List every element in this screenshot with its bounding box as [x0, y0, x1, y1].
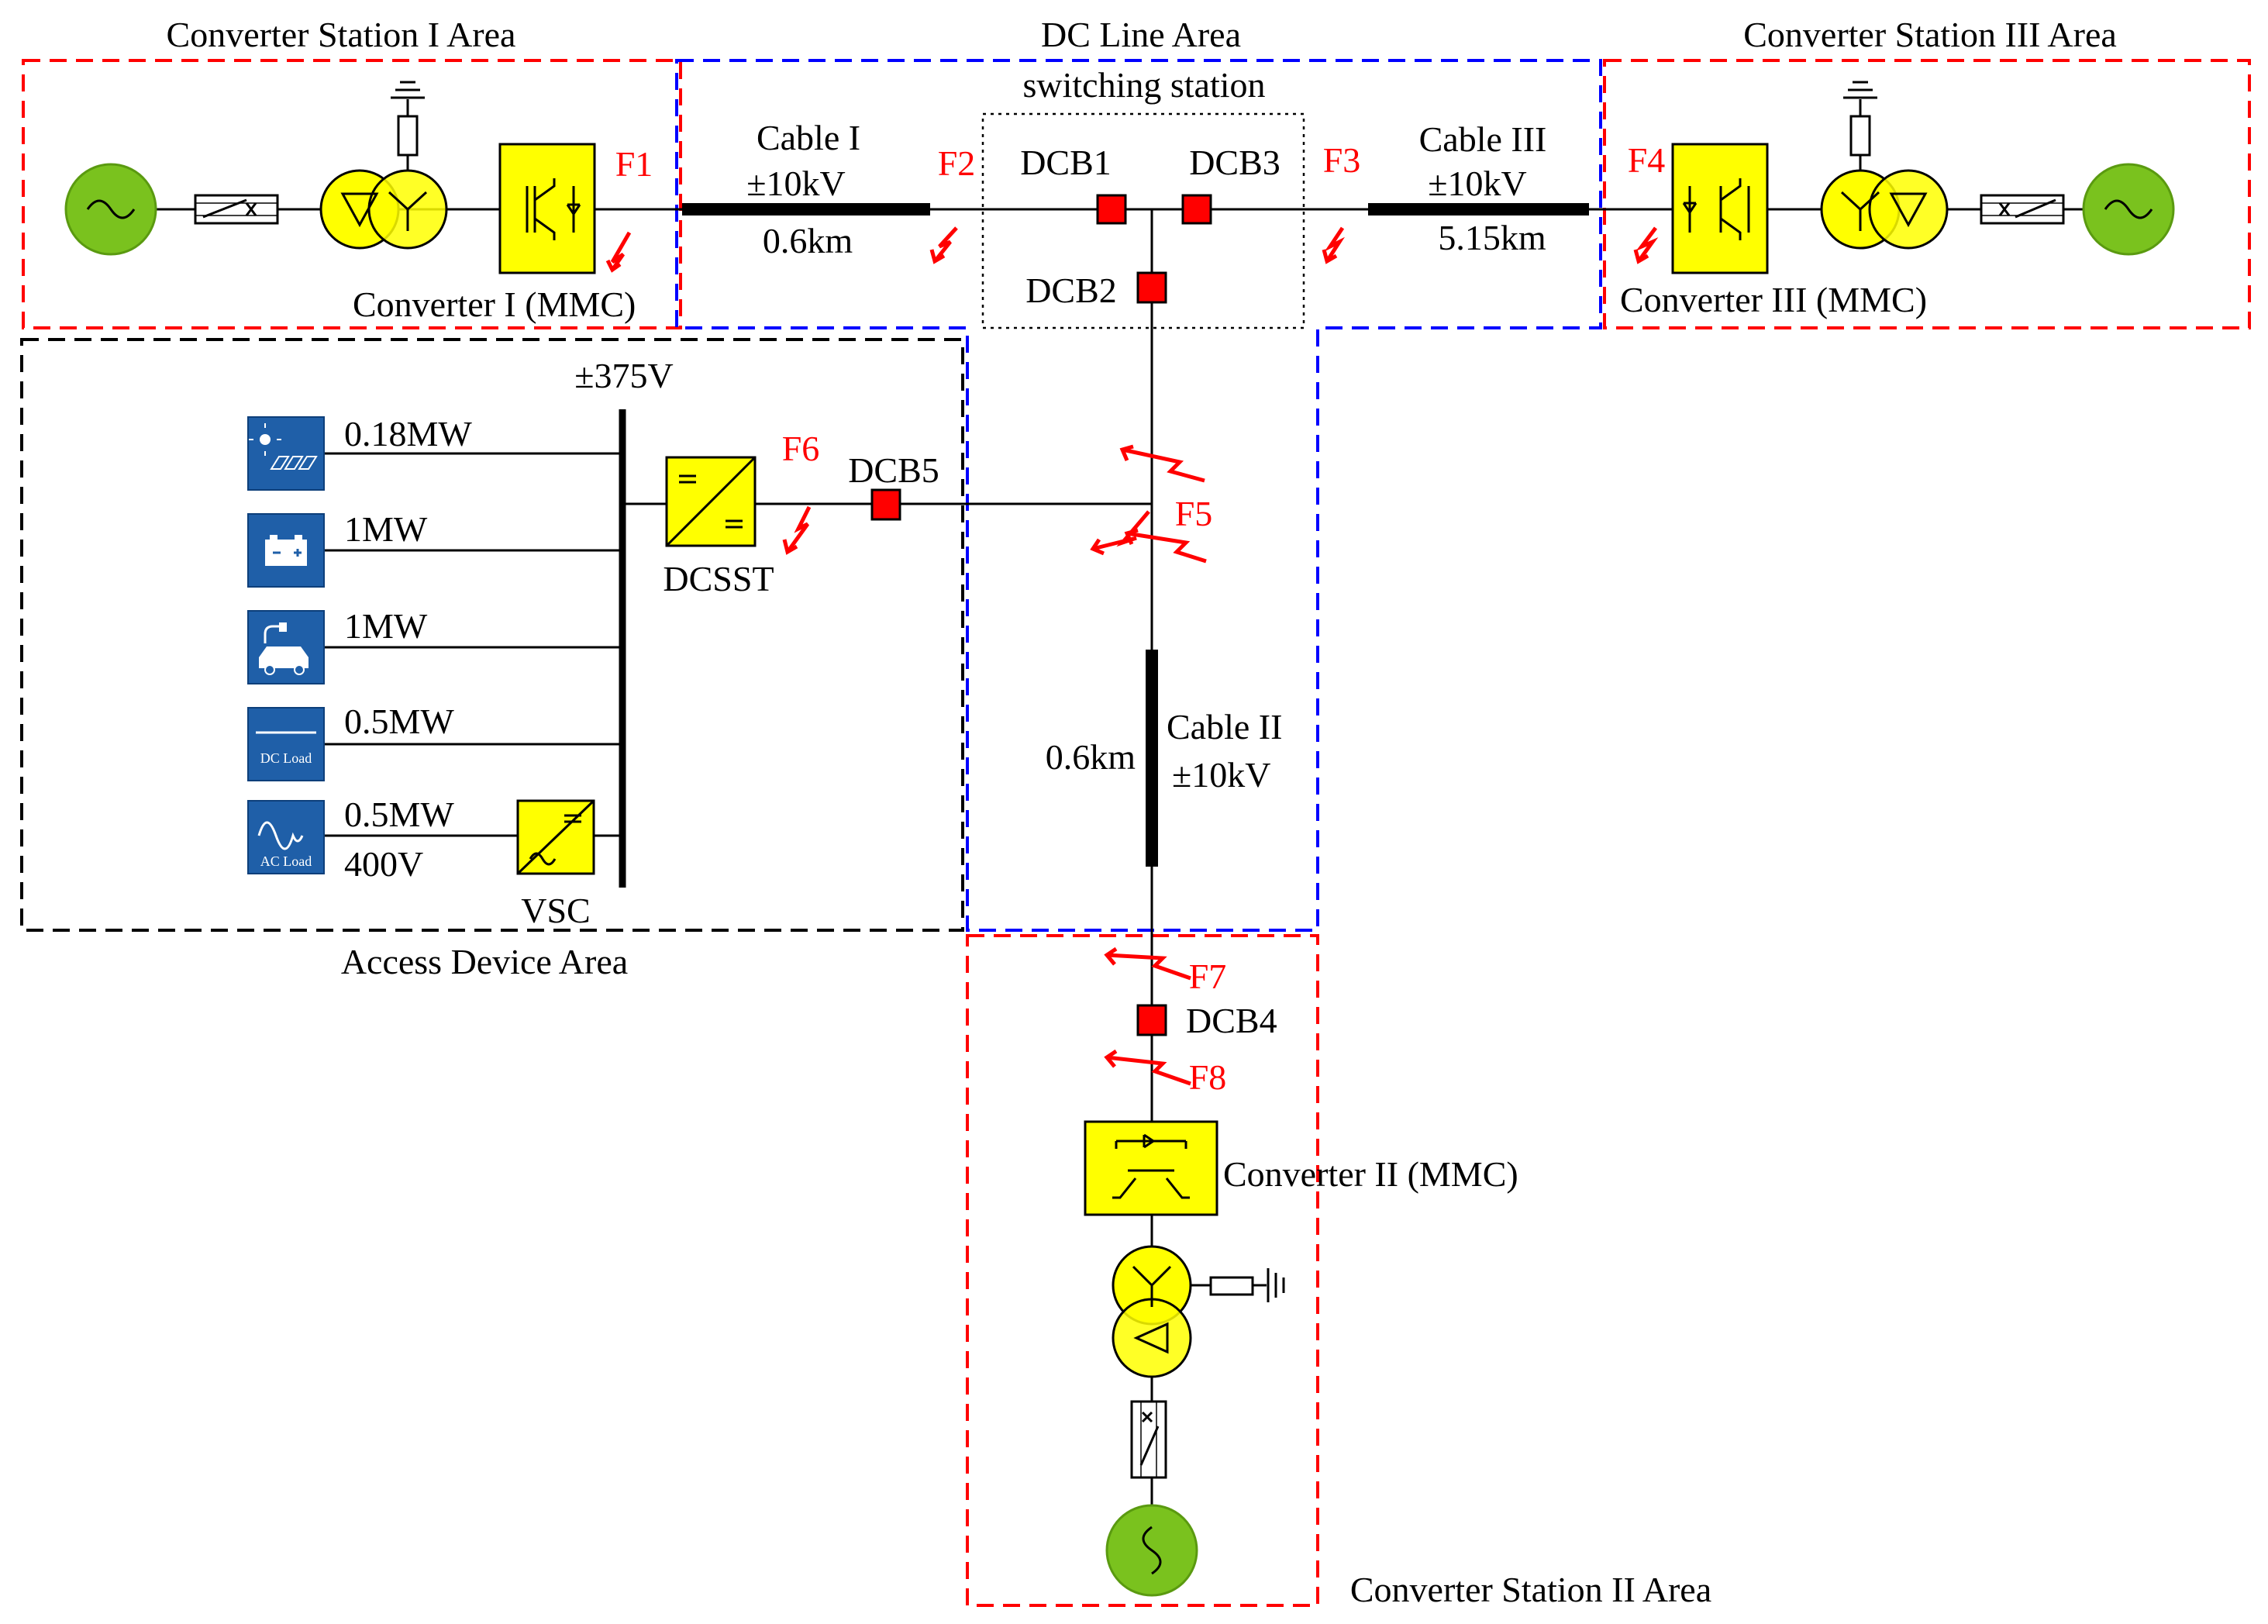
dcsst-converter-icon: [665, 456, 757, 547]
cable-2-length: 0.6km: [1046, 737, 1136, 777]
dcb5-label: DCB5: [848, 450, 939, 490]
breaker-switch-1-icon: [194, 194, 279, 225]
fault-f4-icon: [1636, 226, 1659, 263]
ev-charger-icon: [247, 610, 325, 684]
cable-3-voltage: ±10kV: [1428, 164, 1526, 203]
fault-f6-label: F6: [782, 429, 820, 468]
dcb2-label: DCB2: [1025, 271, 1117, 310]
fault-f1-icon: [610, 231, 632, 271]
converter-2-label: Converter II (MMC): [1223, 1154, 1518, 1194]
dcb3-label: DCB3: [1189, 143, 1280, 182]
breaker-switch-2-icon: [1130, 1400, 1167, 1479]
fault-f8-icon: [1106, 1055, 1191, 1086]
zone-dc-line: [675, 59, 1602, 932]
zone-converter-station-1: [22, 59, 682, 329]
ground-2-icon: [1191, 1268, 1285, 1302]
fault-f6-icon: [785, 505, 812, 553]
fault-marker-f5: F5: [1090, 444, 1213, 564]
dcb5-breaker: [870, 488, 901, 521]
feeder-2-power: 1MW: [344, 509, 428, 549]
fault-f7-label: F7: [1189, 957, 1227, 996]
transformer-3-icon: [1820, 169, 1949, 250]
dcb1-breaker: [1096, 194, 1127, 225]
fault-f8-label: F8: [1189, 1057, 1227, 1097]
igbt-1-icon: [526, 178, 581, 240]
feeder-1-power: 0.18MW: [344, 414, 472, 453]
pv-icon: [247, 416, 325, 491]
fault-f1-label: F1: [615, 144, 653, 184]
dcb4-breaker: [1136, 1004, 1167, 1036]
zone-access-device: [20, 338, 964, 932]
cable-1-length: 0.6km: [763, 221, 853, 260]
feeder-5-power: 0.5MW: [344, 795, 454, 834]
ac-load-icon: AC Load: [247, 800, 325, 874]
fault-f7-icon: [1106, 953, 1191, 981]
station-1-equipment: Converter I (MMC): [64, 81, 682, 324]
zone-converter-station-3: [1603, 59, 2251, 329]
cable-1-name: Cable I: [757, 118, 860, 157]
dcb3-breaker: [1181, 194, 1212, 225]
ac-load-text: AC Load: [260, 853, 312, 869]
fault-f3-label: F3: [1323, 140, 1361, 180]
fault-f2-label: F2: [938, 143, 976, 183]
fault-marker-f6: F6: [782, 429, 820, 555]
transformer-2-icon: [1112, 1245, 1192, 1378]
fault-f5-icon: [1122, 447, 1205, 483]
fault-f2-icon: [933, 226, 958, 263]
vsc-label: VSC: [521, 891, 590, 930]
fault-marker-f1: F1: [605, 144, 653, 273]
breaker-switch-3-icon: [1980, 194, 2065, 225]
switching-station-box: [981, 112, 1305, 329]
igbt-3-icon: [1682, 178, 1750, 240]
battery-icon: [247, 513, 325, 588]
area-title-dc-line: DC Line Area: [1041, 15, 1241, 54]
zone-converter-station-2: [966, 934, 1319, 1607]
fault-marker-f8: F8: [1104, 1049, 1227, 1097]
converter-1-label: Converter I (MMC): [353, 284, 636, 324]
transformer-1-icon: [319, 169, 448, 250]
converter-1-block: [498, 143, 596, 274]
cable-3-length: 5.15km: [1438, 218, 1546, 257]
area-title-station-1: Converter Station I Area: [167, 15, 516, 54]
cable-1-voltage: ±10kV: [746, 164, 845, 203]
fault-f3-icon: [1324, 226, 1345, 263]
ground-1-icon: [391, 81, 425, 171]
fault-marker-f4: F4: [1628, 140, 1666, 264]
ground-3-icon: [1843, 81, 1877, 171]
dcb4-label: DCB4: [1186, 1001, 1277, 1040]
dc-load-icon: DC Load: [247, 707, 325, 781]
fault-marker-f3: F3: [1322, 140, 1361, 264]
feeder-3-power: 1MW: [344, 606, 428, 646]
dc-load-text: DC Load: [260, 750, 312, 766]
switching-station-label: switching station: [1022, 65, 1265, 105]
ac-voltage-label: 400V: [344, 844, 423, 884]
fault-marker-f2: F2: [929, 143, 976, 264]
station-3-equipment: Converter III (MMC): [1620, 81, 2175, 319]
cable-2-name: Cable II: [1167, 707, 1282, 746]
area-title-access: Access Device Area: [341, 942, 628, 981]
dcsst-label: DCSST: [663, 559, 774, 598]
dcb1-label: DCB1: [1020, 143, 1112, 182]
dcb2-breaker: [1136, 271, 1167, 304]
feeder-4-power: 0.5MW: [344, 702, 454, 741]
fault-marker-f7: F7: [1104, 946, 1227, 996]
station-2-equipment: DCB4 Converter II (MMC): [1084, 1001, 1518, 1597]
converter-2-block: [1084, 1120, 1218, 1216]
cable-2-voltage: ±10kV: [1172, 755, 1270, 795]
bus-voltage-label: ±375V: [574, 356, 673, 395]
area-title-station-3: Converter Station III Area: [1743, 15, 2117, 54]
cable-3-name: Cable III: [1419, 119, 1547, 159]
igbt-2-icon: [1112, 1133, 1190, 1199]
vsc-converter-icon: [516, 799, 595, 875]
fault-f4-label: F4: [1628, 140, 1666, 180]
converter-3-label: Converter III (MMC): [1620, 280, 1927, 319]
area-title-station-2: Converter Station II Area: [1350, 1570, 1711, 1609]
fault-f5-label: F5: [1175, 494, 1213, 533]
